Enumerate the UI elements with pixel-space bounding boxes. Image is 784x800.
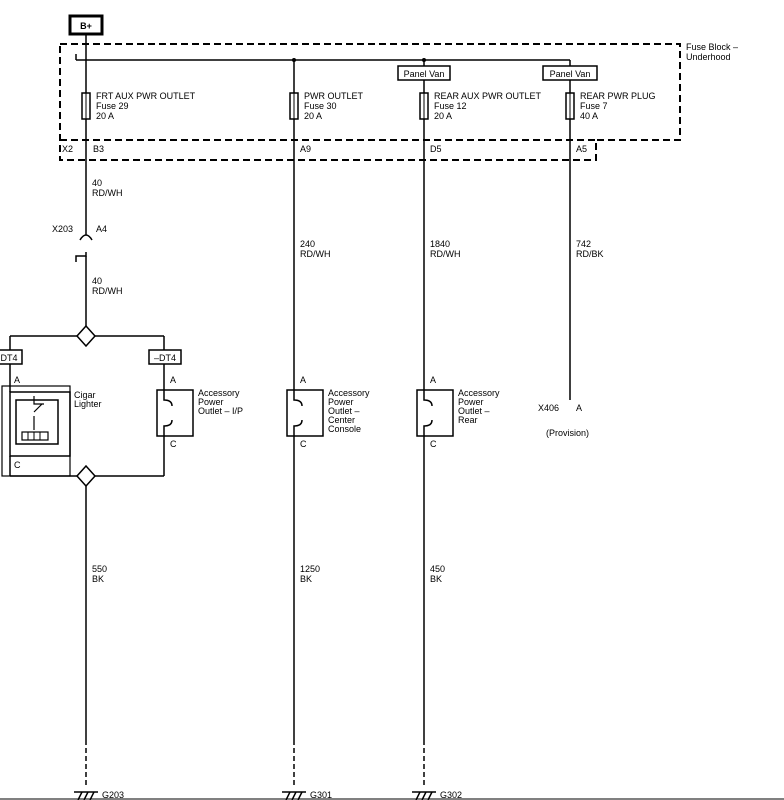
wire-number: 40 bbox=[92, 276, 102, 286]
fuse-block-title: Fuse Block – bbox=[686, 42, 738, 52]
fuse-number: Fuse 7 bbox=[580, 101, 608, 111]
fuse-block-outline bbox=[59, 43, 681, 161]
wire-number: 1840 bbox=[430, 239, 450, 249]
lighter-switch-icon bbox=[33, 396, 44, 430]
pin-label: B3 bbox=[93, 144, 104, 154]
pin-label: A5 bbox=[576, 144, 587, 154]
pin-label: C bbox=[14, 460, 21, 470]
wire-number: 742 bbox=[576, 239, 591, 249]
option-label-no-dt4: –DT4 bbox=[154, 353, 176, 363]
fuse-rating: 20 A bbox=[96, 111, 114, 121]
wire-number: 240 bbox=[300, 239, 315, 249]
component-label: Console bbox=[328, 424, 361, 434]
fuse-number: Fuse 29 bbox=[96, 101, 129, 111]
splice-bottom bbox=[75, 464, 97, 488]
fuse-number: Fuse 30 bbox=[304, 101, 337, 111]
outlet-contact-icon bbox=[423, 390, 433, 436]
pin-label: C bbox=[300, 439, 307, 449]
component-label: Power bbox=[458, 397, 484, 407]
ground-label: G301 bbox=[310, 790, 332, 800]
fuse-name: FRT AUX PWR OUTLET bbox=[96, 91, 196, 101]
component-label: Outlet – bbox=[458, 406, 490, 416]
option-box-no-dt4 bbox=[148, 349, 182, 365]
pin-label: D5 bbox=[430, 144, 442, 154]
fuse-rating: 40 A bbox=[580, 111, 598, 121]
wire-color: BK bbox=[92, 574, 104, 584]
wire-color: RD/WH bbox=[92, 286, 123, 296]
outlet-contact-icon bbox=[163, 390, 173, 436]
outlet-rear-body bbox=[416, 389, 454, 437]
lighter-coil-icon bbox=[21, 431, 49, 441]
inline-connector-female bbox=[79, 234, 93, 241]
option-box-dt4 bbox=[0, 349, 23, 365]
option-label-dt4: DT4 bbox=[0, 353, 17, 363]
wire-number: 450 bbox=[430, 564, 445, 574]
pin-label: C bbox=[170, 439, 177, 449]
component-label: Accessory bbox=[328, 388, 370, 398]
provision-label: (Provision) bbox=[546, 428, 589, 438]
outlet-contact-icon bbox=[293, 390, 303, 436]
wire-color: BK bbox=[430, 574, 442, 584]
fuse-name: PWR OUTLET bbox=[304, 91, 364, 101]
pin-label: A bbox=[14, 375, 20, 385]
panel-van-label-1: Panel Van bbox=[404, 69, 445, 79]
splice-top bbox=[75, 324, 97, 348]
wire-color: RD/WH bbox=[92, 188, 123, 198]
pin-label: A bbox=[430, 375, 436, 385]
fuse-number: Fuse 12 bbox=[434, 101, 467, 111]
pin-label: A9 bbox=[300, 144, 311, 154]
component-label: Accessory bbox=[458, 388, 500, 398]
component-label: Power bbox=[328, 397, 354, 407]
component-label: Outlet – I/P bbox=[198, 406, 243, 416]
fuse-block-connector: X2 bbox=[62, 144, 73, 154]
ground-label: G302 bbox=[440, 790, 462, 800]
wire-number: 1250 bbox=[300, 564, 320, 574]
component-label: Cigar bbox=[74, 390, 96, 400]
wire-color: RD/WH bbox=[430, 249, 461, 259]
pin-label: A bbox=[170, 375, 176, 385]
component-label: Lighter bbox=[74, 399, 102, 409]
provision-pin: A bbox=[576, 403, 582, 413]
ground-label: G203 bbox=[102, 790, 124, 800]
lighter-element-icon bbox=[15, 399, 59, 445]
fuse-name: REAR AUX PWR OUTLET bbox=[434, 91, 542, 101]
inline-connector-male bbox=[75, 252, 87, 262]
outlet-ip-body bbox=[156, 389, 194, 437]
component-label: Accessory bbox=[198, 388, 240, 398]
component-label: Power bbox=[198, 397, 224, 407]
wire-number: 550 bbox=[92, 564, 107, 574]
provision-connector: X406 bbox=[538, 403, 559, 413]
battery-positive-label: B+ bbox=[80, 21, 92, 31]
component-label: Rear bbox=[458, 415, 478, 425]
inline-connector-pin: A4 bbox=[96, 224, 107, 234]
inline-connector-name: X203 bbox=[52, 224, 73, 234]
component-label: Center bbox=[328, 415, 355, 425]
fuse-rating: 20 A bbox=[304, 111, 322, 121]
pin-label: C bbox=[430, 439, 437, 449]
wire-color: BK bbox=[300, 574, 312, 584]
component-label: Outlet – bbox=[328, 406, 360, 416]
cigar-lighter-outline bbox=[9, 391, 71, 457]
pin-label: A bbox=[300, 375, 306, 385]
wire-number: 40 bbox=[92, 178, 102, 188]
panel-van-label-2: Panel Van bbox=[550, 69, 591, 79]
fuse-block-subtitle: Underhood bbox=[686, 52, 731, 62]
wire-color: RD/BK bbox=[576, 249, 604, 259]
fuse-rating: 20 A bbox=[434, 111, 452, 121]
outlet-center-console-body bbox=[286, 389, 324, 437]
wire-color: RD/WH bbox=[300, 249, 331, 259]
fuse-name: REAR PWR PLUG bbox=[580, 91, 656, 101]
